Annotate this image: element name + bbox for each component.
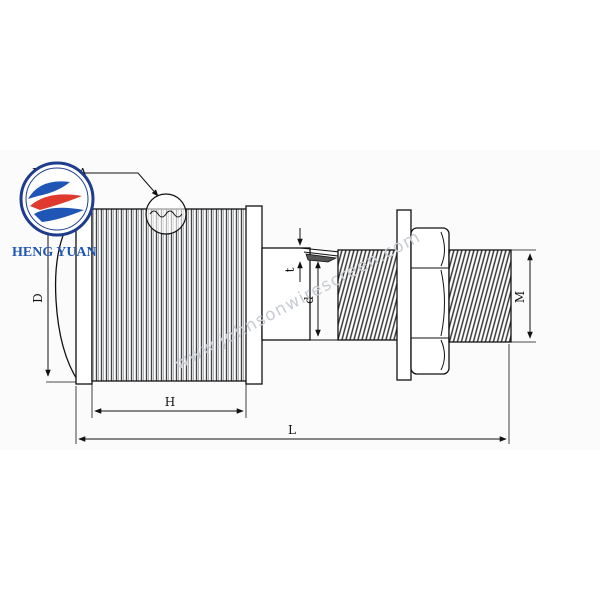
t-label: t [283, 267, 297, 272]
dimension-M [511, 249, 536, 343]
L-label: L [288, 423, 296, 437]
heng-yuan-logo [19, 161, 95, 237]
dimension-H [91, 384, 247, 418]
outlet-thread [448, 249, 512, 343]
detail-callout [80, 172, 187, 235]
hex-nut [410, 227, 450, 375]
body-flange [245, 205, 263, 385]
slotted-screen-body [91, 208, 248, 382]
D-label: D [31, 293, 45, 303]
logo-brand-text: HENG YUAN [12, 245, 97, 260]
H-label: H [165, 395, 175, 409]
d-label: d [302, 296, 316, 304]
M-label: M [513, 291, 527, 303]
dimension-L [75, 344, 510, 444]
threaded-shank [337, 249, 399, 341]
